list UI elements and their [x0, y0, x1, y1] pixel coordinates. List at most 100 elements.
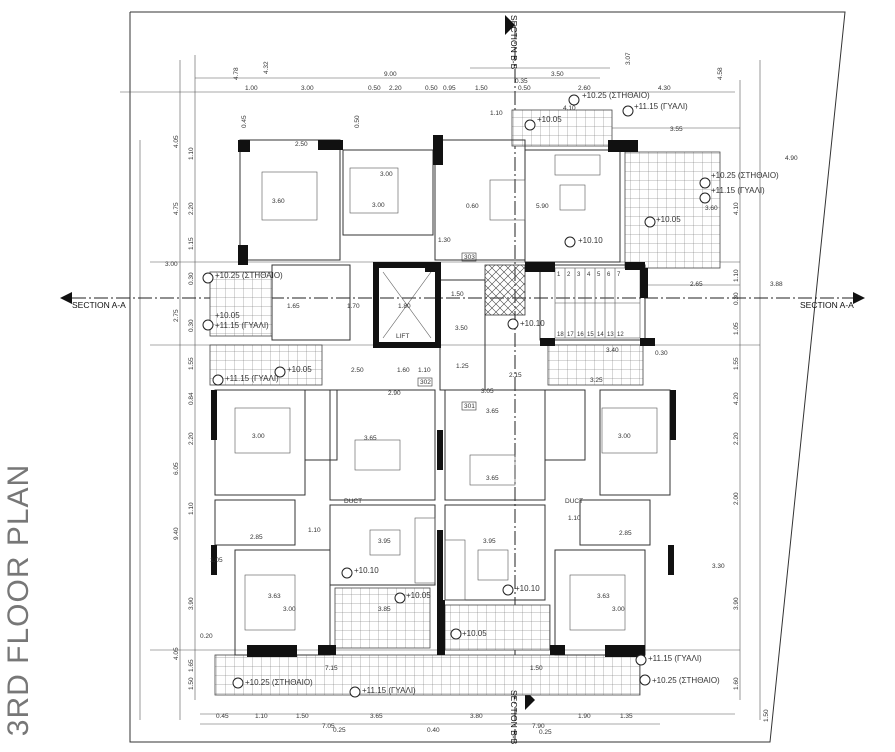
dimension-lines [120, 55, 761, 725]
bottom-terrace [214, 654, 641, 696]
svg-text:1.10: 1.10 [188, 147, 195, 160]
lift-shaft [373, 262, 441, 348]
svg-text:7.90: 7.90 [532, 723, 545, 730]
svg-text:0.45: 0.45 [241, 115, 248, 128]
dimensions-left: 4.05 1.10 2.20 4.75 1.15 3.00 0.30 2.75 … [165, 135, 223, 690]
svg-text:+10.25 (ΣΤΗΘΑΙΟ): +10.25 (ΣΤΗΘΑΙΟ) [652, 676, 720, 685]
svg-text:+10.05: +10.05 [406, 591, 431, 600]
bottom-balcony-right [444, 604, 551, 651]
svg-text:3.00: 3.00 [612, 606, 625, 613]
svg-text:2.85: 2.85 [250, 534, 263, 541]
svg-text:12: 12 [617, 332, 624, 338]
svg-text:0.25: 0.25 [539, 729, 552, 736]
svg-text:+11.15 (ΓΥΑΛΙ): +11.15 (ΓΥΑΛΙ) [362, 686, 416, 695]
svg-text:3.40: 3.40 [606, 347, 619, 354]
svg-text:3.65: 3.65 [364, 435, 377, 442]
svg-text:0.60: 0.60 [466, 203, 479, 210]
svg-text:+11.15 (ΓΥΑΛΙ): +11.15 (ΓΥΑΛΙ) [648, 654, 702, 663]
svg-text:0.25: 0.25 [333, 727, 346, 734]
svg-text:1.55: 1.55 [733, 357, 740, 370]
svg-text:3.50: 3.50 [551, 71, 564, 78]
svg-text:+10.10: +10.10 [515, 584, 540, 593]
svg-text:2: 2 [567, 272, 571, 278]
svg-text:4.75: 4.75 [173, 202, 180, 215]
svg-text:1.65: 1.65 [287, 303, 300, 310]
furniture [234, 154, 658, 631]
sofa [444, 539, 466, 601]
svg-text:1.05: 1.05 [210, 557, 223, 564]
svg-text:3.90: 3.90 [188, 597, 195, 610]
svg-text:4.05: 4.05 [173, 647, 180, 660]
svg-text:3.95: 3.95 [378, 538, 391, 545]
svg-text:0.20: 0.20 [200, 633, 213, 640]
svg-text:3.50: 3.50 [455, 325, 468, 332]
svg-text:4.20: 4.20 [733, 392, 740, 405]
svg-text:1.90: 1.90 [578, 713, 591, 720]
svg-text:2.00: 2.00 [733, 492, 740, 505]
svg-text:2.20: 2.20 [733, 432, 740, 445]
svg-text:1.10: 1.10 [490, 110, 503, 117]
svg-text:3.00: 3.00 [252, 433, 265, 440]
svg-text:0.95: 0.95 [443, 85, 456, 92]
svg-text:1.35: 1.35 [620, 713, 633, 720]
svg-text:+10.25 (ΣΤΗΘΑΙΟ): +10.25 (ΣΤΗΘΑΙΟ) [245, 678, 313, 687]
svg-text:3.00: 3.00 [380, 171, 393, 178]
svg-text:3.00: 3.00 [301, 85, 314, 92]
svg-text:5.90: 5.90 [536, 203, 549, 210]
svg-text:2.90: 2.90 [388, 390, 401, 397]
svg-text:1.50: 1.50 [451, 291, 464, 298]
bed [244, 574, 296, 631]
svg-text:1.10: 1.10 [255, 713, 268, 720]
svg-text:4.78: 4.78 [233, 67, 240, 80]
duct-shaft [484, 264, 526, 316]
svg-text:+11.15 (ΓΥΑΛΙ): +11.15 (ΓΥΑΛΙ) [215, 321, 269, 330]
svg-text:1.70: 1.70 [347, 303, 360, 310]
svg-text:7: 7 [617, 272, 621, 278]
svg-text:302: 302 [420, 379, 431, 386]
svg-text:3.85: 3.85 [378, 606, 391, 613]
svg-text:+11.15 (ΓΥΑΛΙ): +11.15 (ΓΥΑΛΙ) [634, 102, 688, 111]
svg-text:3: 3 [577, 272, 581, 278]
svg-text:+10.25 (ΣΤΗΘΑΙΟ): +10.25 (ΣΤΗΘΑΙΟ) [582, 91, 650, 100]
svg-text:18: 18 [557, 332, 564, 338]
svg-text:2.50: 2.50 [351, 367, 364, 374]
svg-text:0.35: 0.35 [515, 78, 528, 85]
coffee-table [369, 529, 401, 556]
dimensions-inner: 2.503.00 3.603.00 5.900.60 1.301.50 1.80… [250, 141, 718, 613]
svg-text:3.30: 3.30 [712, 563, 725, 570]
sofa [414, 517, 436, 584]
svg-text:0.30: 0.30 [733, 292, 740, 305]
svg-text:1.00: 1.00 [245, 85, 258, 92]
svg-text:3.90: 3.90 [733, 597, 740, 610]
svg-text:+10.10: +10.10 [354, 566, 379, 575]
svg-text:1.25: 1.25 [456, 363, 469, 370]
room-outlines [214, 139, 671, 656]
svg-text:4: 4 [587, 272, 591, 278]
svg-text:3.25: 3.25 [590, 377, 603, 384]
level-markers [202, 94, 711, 698]
right-terrace-mid [547, 344, 644, 386]
svg-text:3.65: 3.65 [486, 475, 499, 482]
svg-text:1.05: 1.05 [733, 322, 740, 335]
right-terrace [624, 151, 721, 269]
svg-text:1.10: 1.10 [733, 269, 740, 282]
svg-text:1: 1 [557, 272, 561, 278]
svg-text:4.10: 4.10 [733, 202, 740, 215]
svg-text:1.30: 1.30 [438, 237, 451, 244]
svg-text:1.80: 1.80 [398, 303, 411, 310]
svg-text:7.05: 7.05 [322, 723, 335, 730]
svg-text:3.65: 3.65 [486, 408, 499, 415]
svg-text:+10.25 (ΣΤΗΘΑΙΟ): +10.25 (ΣΤΗΘΑΙΟ) [215, 271, 283, 280]
svg-text:5: 5 [597, 272, 601, 278]
svg-text:301: 301 [464, 403, 475, 410]
svg-text:1.50: 1.50 [530, 665, 543, 672]
svg-text:+10.05: +10.05 [287, 365, 312, 374]
svg-text:3.63: 3.63 [597, 593, 610, 600]
svg-text:303: 303 [464, 254, 475, 261]
bed [569, 574, 626, 631]
section-a-a-right-label: SECTION A-A [800, 300, 854, 310]
svg-text:1.60: 1.60 [733, 677, 740, 690]
svg-text:2.20: 2.20 [188, 432, 195, 445]
